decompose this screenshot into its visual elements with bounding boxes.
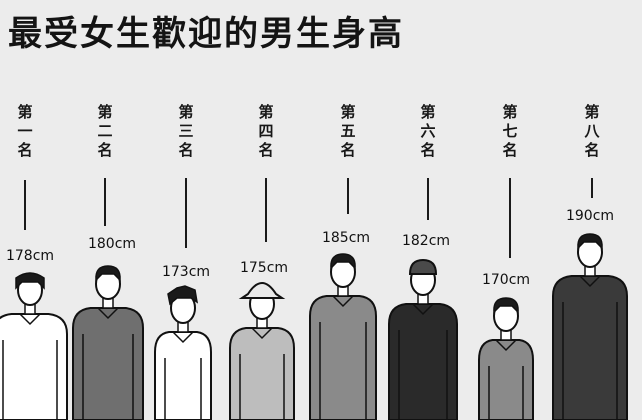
figure-cap-6: [408, 258, 438, 275]
rank-label-1: 第一名: [17, 103, 33, 159]
rank-line-7: [509, 178, 511, 258]
figure-body-3: [154, 331, 212, 420]
figure-body-6: [388, 303, 458, 420]
rank-line-6: [427, 178, 429, 220]
height-label-4: 175cm: [239, 260, 289, 276]
rank-line-8: [591, 178, 593, 198]
rank-line-1: [24, 180, 26, 230]
rank-line-4: [265, 178, 267, 242]
height-label-7: 170cm: [481, 272, 531, 288]
height-label-2: 180cm: [87, 236, 137, 252]
rank-label-4: 第四名: [258, 103, 274, 159]
figure-collar-7: [495, 339, 517, 352]
figure-hat-4: [238, 282, 286, 299]
rank-label-8: 第八名: [584, 103, 600, 159]
figure-collar-1: [19, 313, 41, 326]
figure-body-7: [478, 339, 534, 420]
figure-collar-5: [332, 295, 354, 308]
figure-collar-4: [251, 327, 273, 340]
figure-body-2: [72, 307, 144, 420]
figure-body-5: [309, 295, 377, 420]
figure-hair-2: [95, 265, 121, 282]
figure-collar-2: [97, 307, 119, 320]
figure-hair-8: [577, 233, 603, 250]
height-label-5: 185cm: [321, 230, 371, 246]
figure-collar-3: [172, 331, 194, 344]
height-label-3: 173cm: [161, 264, 211, 280]
rank-label-7: 第七名: [502, 103, 518, 159]
rank-label-3: 第三名: [178, 103, 194, 159]
figure-collar-6: [412, 303, 434, 316]
figure-hair-5: [330, 253, 356, 270]
rank-label-6: 第六名: [420, 103, 436, 159]
height-label-1: 178cm: [5, 248, 55, 264]
rank-label-5: 第五名: [340, 103, 356, 159]
page-title: 最受女生歡迎的男生身高: [8, 14, 404, 54]
rank-label-2: 第二名: [97, 103, 113, 159]
figure-hair-3: [167, 285, 199, 306]
figure-hair-7: [493, 297, 519, 314]
height-label-8: 190cm: [565, 208, 615, 224]
figure-hair-1: [15, 272, 45, 290]
figure-body-4: [229, 327, 295, 420]
figure-body-1: [0, 313, 68, 420]
rank-line-3: [185, 178, 187, 248]
rank-line-5: [347, 178, 349, 214]
rank-line-2: [104, 178, 106, 226]
figure-collar-8: [579, 275, 601, 288]
height-label-6: 182cm: [401, 233, 451, 249]
figure-body-8: [552, 275, 628, 420]
